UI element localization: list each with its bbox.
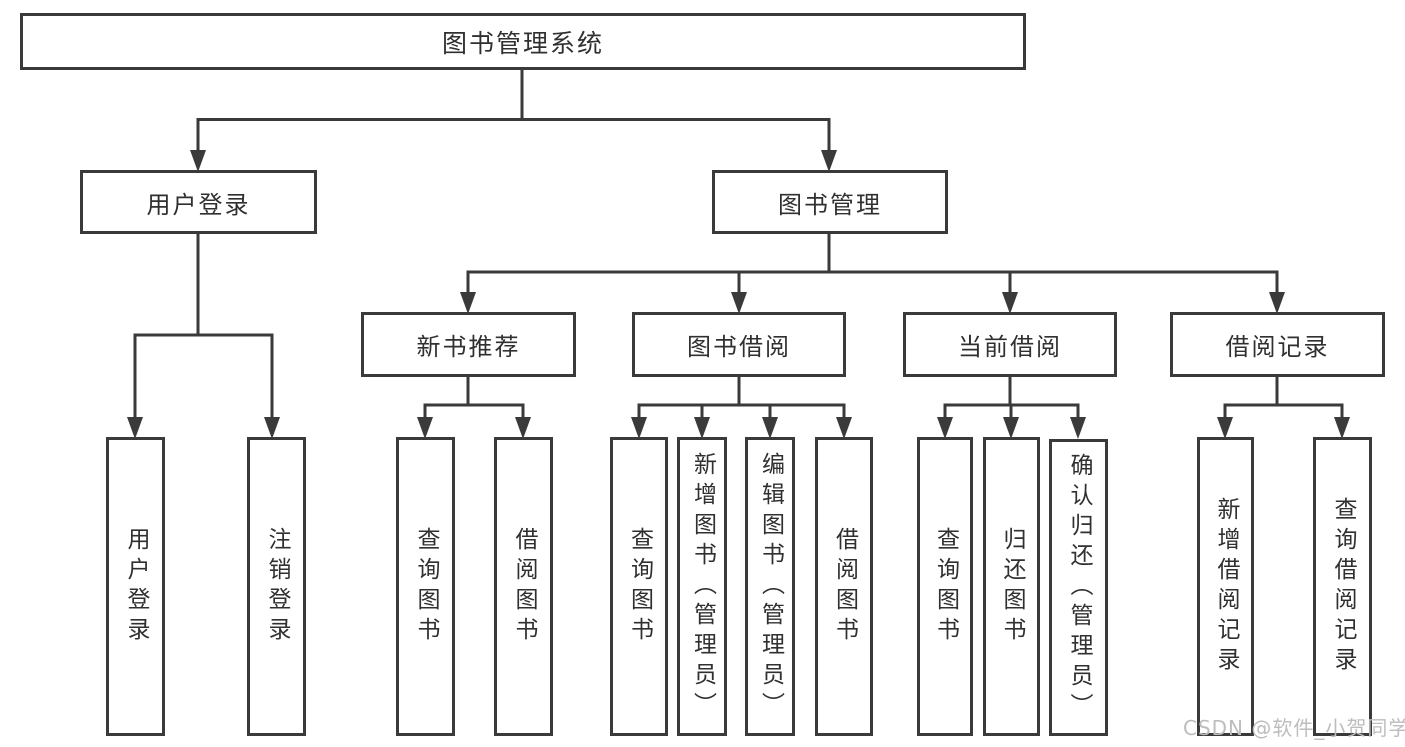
node-book-borrow: 图书借阅 [632,312,846,377]
node-current-borrow: 当前借阅 [903,312,1117,377]
leaf-user-login-label: 用户登录 [123,526,149,647]
leaf-borrow-edit-books-admin: 编辑图书（管理员） [745,437,795,736]
leaf-recommend-borrow-books-label: 借阅图书 [511,526,537,647]
leaf-recommend-borrow-books: 借阅图书 [494,437,553,736]
leaf-current-confirm-return-admin-label: 确认归还（管理员） [1066,452,1092,723]
leaf-records-add-record: 新增借阅记录 [1197,437,1254,736]
leaf-current-query-books: 查询图书 [917,437,973,736]
leaf-logout: 注销登录 [247,437,306,736]
leaf-records-query-record: 查询借阅记录 [1313,437,1372,736]
leaf-borrow-borrow-books: 借阅图书 [815,437,873,736]
node-root-label: 图书管理系统 [441,28,604,58]
leaf-current-return-books-label: 归还图书 [999,526,1025,647]
leaf-records-query-record-label: 查询借阅记录 [1330,496,1356,677]
node-book-management: 图书管理 [712,170,948,234]
leaf-borrow-add-books-admin: 新增图书（管理员） [677,437,727,736]
leaf-borrow-edit-books-admin-label: 编辑图书（管理员） [757,451,784,722]
leaf-current-confirm-return-admin: 确认归还（管理员） [1049,439,1108,736]
leaf-borrow-query-books: 查询图书 [610,437,668,736]
node-user-login-label: 用户登录 [146,190,251,219]
leaf-logout-label: 注销登录 [264,526,290,647]
node-borrow-records: 借阅记录 [1170,312,1385,377]
leaf-borrow-add-books-admin-label: 新增图书（管理员） [689,451,716,722]
watermark: CSDN @软件_小贺同学 [1183,716,1405,740]
node-root: 图书管理系统 [20,13,1026,70]
node-current-borrow-label: 当前借阅 [958,333,1062,361]
leaf-borrow-query-books-label: 查询图书 [626,526,653,647]
node-book-borrow-label: 图书借阅 [687,333,791,361]
leaf-recommend-query-books-label: 查询图书 [413,526,439,647]
node-borrow-records-label: 借阅记录 [1225,333,1330,361]
leaf-records-add-record-label: 新增借阅记录 [1213,496,1239,677]
leaf-user-login: 用户登录 [106,437,165,736]
node-book-management-label: 图书管理 [778,190,882,219]
leaf-current-query-books-label: 查询图书 [932,526,959,647]
leaf-recommend-query-books: 查询图书 [396,437,455,736]
node-new-book-recommend-label: 新书推荐 [416,333,521,361]
leaf-borrow-borrow-books-label: 借阅图书 [831,526,858,647]
node-user-login: 用户登录 [80,170,317,234]
node-new-book-recommend: 新书推荐 [361,312,576,377]
leaf-current-return-books: 归还图书 [983,437,1040,736]
